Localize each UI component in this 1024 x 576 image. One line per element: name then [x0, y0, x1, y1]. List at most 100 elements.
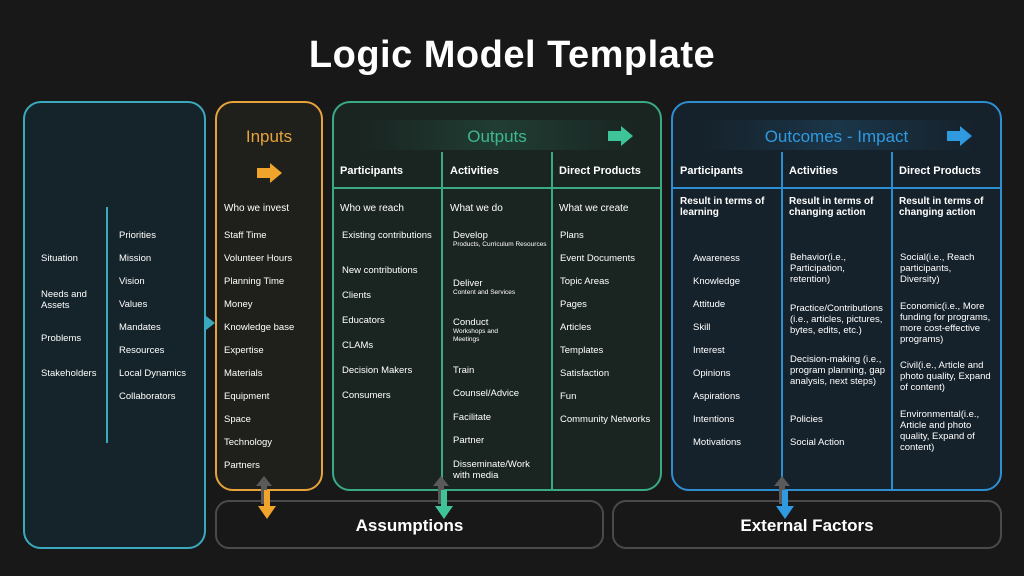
outputs-activity-0-main: Develop: [453, 230, 488, 241]
outputs-product-5: Templates: [560, 345, 604, 356]
situation-panel: Situation Needs and Assets Problems Stak…: [23, 101, 206, 549]
inputs-arrow-icon: [257, 163, 282, 183]
left-list-4: Mandates: [119, 322, 161, 333]
external-factors-label: External Factors: [740, 516, 874, 535]
connector-arrow-icon: [206, 316, 215, 330]
inputs-header: Inputs: [245, 127, 293, 146]
inputs-item-0: Staff Time: [224, 230, 267, 241]
inputs-item-6: Materials: [224, 368, 263, 379]
outcomes-activity-4: Social Action: [790, 437, 845, 448]
outcomes-participant-8: Motivations: [693, 437, 742, 448]
outputs-activity-0-detail: Products, Curriculum Resources: [453, 241, 547, 248]
outcomes-participant-4: Interest: [693, 345, 725, 356]
outputs-activity-4: Counsel/Advice: [453, 388, 520, 399]
outcomes-product-0: Social(i.e., Reach participants, Diversi…: [900, 252, 975, 285]
left-list-2: Vision: [119, 276, 145, 287]
outputs-product-7: Fun: [560, 391, 577, 402]
outcomes-panel: Outcomes - Impact Participants Activitie…: [671, 101, 1002, 491]
outputs-activity-1-main: Deliver: [453, 278, 483, 289]
outputs-participant-4: CLAMs: [342, 340, 374, 351]
left-item-stakeholders: Stakeholders: [41, 368, 97, 379]
outputs-activities-subheader: What we do: [450, 203, 503, 214]
inputs-item-4: Knowledge base: [224, 322, 295, 333]
outputs-product-2: Topic Areas: [560, 276, 610, 287]
outcomes-products-subheader: Result in terms of changing action: [899, 196, 984, 218]
outcomes-activity-3: Policies: [790, 414, 823, 425]
inputs-item-8: Space: [224, 414, 251, 425]
outcomes-product-2: Civil(i.e., Article and photo quality, E…: [900, 360, 991, 393]
outputs-participants-subheader: Who we reach: [340, 203, 404, 214]
inputs-item-7: Equipment: [224, 391, 270, 402]
outputs-activity-5: Facilitate: [453, 412, 492, 423]
outputs-activity-0: Develop Products, Curriculum Resources: [453, 230, 548, 249]
outputs-product-6: Satisfaction: [560, 368, 610, 379]
outputs-activity-1-detail: Content and Services: [453, 289, 516, 296]
inputs-item-3: Money: [224, 299, 253, 310]
outputs-participant-3: Educators: [342, 315, 385, 326]
outputs-vline-1: [441, 152, 443, 491]
outputs-products-subheader: What we create: [559, 203, 629, 214]
outputs-banner: [364, 120, 634, 150]
outputs-product-8: Community Networks: [560, 414, 651, 425]
outputs-participant-1: New contributions: [342, 265, 418, 276]
outputs-product-0: Plans: [560, 230, 584, 241]
inputs-item-2: Planning Time: [224, 276, 285, 287]
outputs-hline: [334, 187, 660, 189]
outputs-activity-6: Partner: [453, 435, 485, 446]
external-factors-box: External Factors: [612, 500, 1002, 549]
left-list-1: Mission: [119, 253, 152, 264]
outcomes-activity-0: Behavior(i.e., Participation, retention): [790, 252, 846, 285]
inputs-item-5: Expertise: [224, 345, 264, 356]
left-item-situation: Situation: [41, 253, 78, 264]
outcomes-participant-2: Attitude: [693, 299, 726, 310]
outcomes-product-3: Environmental(i.e., Article and photo qu…: [900, 409, 980, 453]
inputs-panel: Inputs Who we invest Staff Time Voluntee…: [215, 101, 323, 491]
outcomes-participant-7: Intentions: [693, 414, 735, 425]
outputs-activity-1: Deliver Content and Services: [453, 278, 548, 297]
outputs-activity-3: Train: [453, 365, 475, 376]
outputs-arrow-icon: [608, 126, 633, 146]
outputs-participant-0: Existing contributions: [342, 230, 432, 241]
outputs-products-header: Direct Products: [559, 165, 641, 177]
outcomes-vline-1: [781, 152, 783, 491]
outputs-activity-2-detail: Workshops and Meetings: [453, 328, 499, 343]
left-item-needs-assets: Needs and Assets: [41, 289, 87, 311]
outputs-participant-2: Clients: [342, 290, 372, 301]
outcomes-activity-1: Practice/Contributions(i.e., articles, p…: [790, 303, 883, 336]
outputs-activity-2: Conduct Workshops and Meetings: [453, 317, 521, 344]
outputs-activity-2-main: Conduct: [453, 317, 489, 328]
inputs-item-1: Volunteer Hours: [224, 253, 293, 264]
outcomes-participant-1: Knowledge: [693, 276, 741, 287]
left-list-0: Priorities: [119, 230, 156, 241]
assumptions-box: Assumptions: [215, 500, 604, 549]
left-list-6: Local Dynamics: [119, 368, 187, 379]
outcomes-banner: [703, 120, 973, 150]
outcomes-product-1: Economic(i.e., More funding for programs…: [900, 301, 991, 345]
outputs-header: Outputs: [467, 127, 527, 146]
outcomes-external-arrows-icon: [774, 476, 794, 519]
left-divider: [106, 207, 108, 443]
outcomes-participant-6: Aspirations: [693, 391, 740, 402]
outcomes-participant-3: Skill: [693, 322, 711, 333]
inputs-item-9: Technology: [224, 437, 273, 448]
inputs-assumptions-arrows-icon: [256, 476, 276, 519]
assumptions-label: Assumptions: [355, 516, 464, 535]
outcomes-vline-2: [891, 152, 893, 491]
left-list-5: Resources: [119, 345, 165, 356]
outputs-participant-5: Decision Makers: [342, 365, 413, 376]
left-item-problems: Problems: [41, 333, 82, 344]
outputs-product-3: Pages: [560, 299, 587, 310]
inputs-subheader: Who we invest: [224, 203, 290, 214]
outcomes-arrow-icon: [947, 126, 972, 146]
outputs-activity-7: Disseminate/Work with media: [453, 459, 530, 481]
outputs-product-4: Articles: [560, 322, 592, 333]
outcomes-participants-subheader: Result in terms of learning: [680, 196, 765, 218]
outputs-participant-6: Consumers: [342, 390, 391, 401]
outputs-product-1: Event Documents: [560, 253, 635, 264]
outcomes-participant-5: Opinions: [693, 368, 731, 379]
page-title: Logic Model Template: [308, 34, 716, 76]
outputs-vline-2: [551, 152, 553, 491]
outputs-participants-header: Participants: [340, 165, 403, 177]
outcomes-products-header: Direct Products: [899, 165, 981, 177]
outcomes-participant-0: Awareness: [693, 253, 740, 264]
